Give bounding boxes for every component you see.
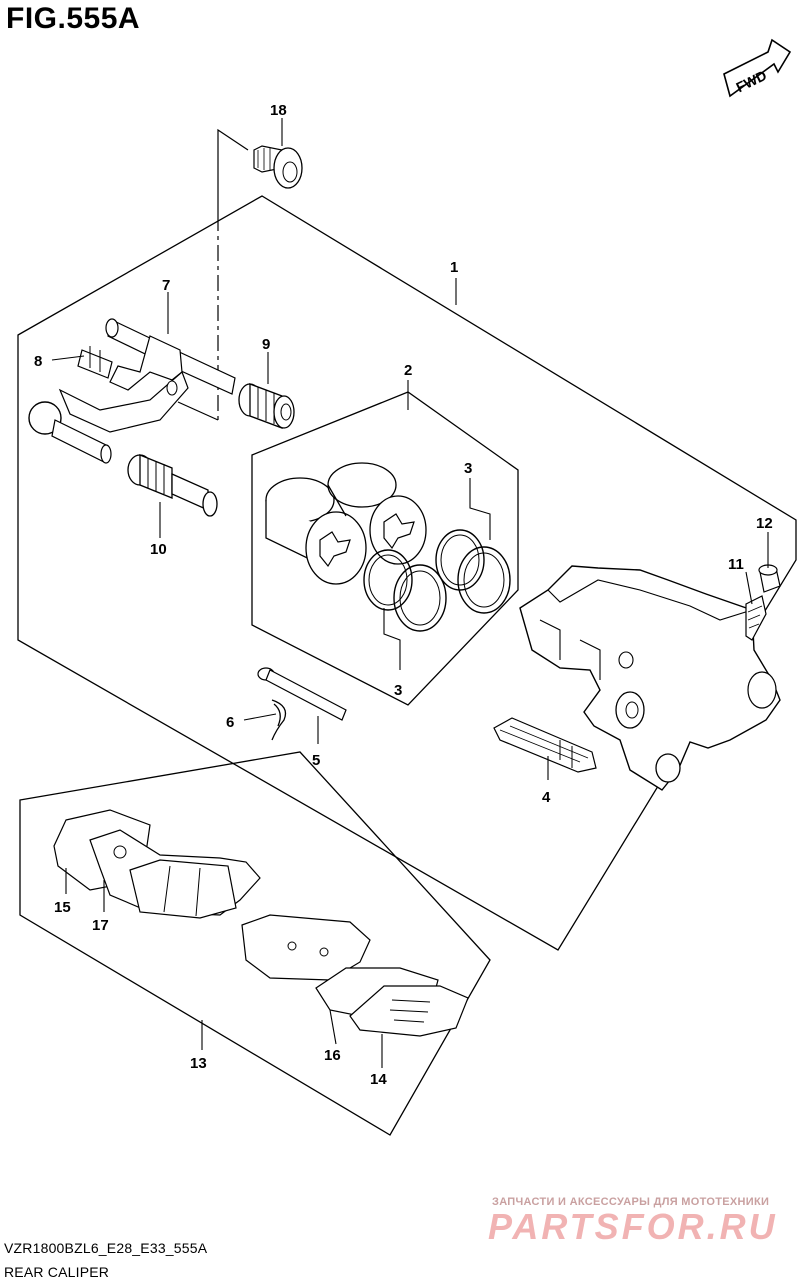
callout-7: 7 (162, 277, 170, 294)
callout-17: 17 (92, 917, 109, 934)
slide-pin-boot-part-10 (127, 454, 218, 517)
caliper-body (519, 565, 781, 791)
callout-15: 15 (54, 899, 71, 916)
diagram-name: REAR CALIPER (4, 1264, 110, 1280)
piston-seals-part-3 (363, 529, 511, 632)
pin-clip-part-6 (271, 699, 287, 741)
callout-8: 8 (34, 353, 42, 370)
bolt-part-18 (177, 128, 303, 421)
piston-pair (265, 462, 427, 585)
callout-numbers: 1 2 3 3 4 5 6 7 8 9 10 11 12 13 14 15 16… (34, 102, 773, 1088)
leader-lines (51, 118, 769, 1068)
callout-3-upper: 3 (464, 460, 472, 477)
callout-10: 10 (150, 541, 167, 558)
model-code: VZR1800BZL6_E28_E33_555A (4, 1240, 208, 1256)
callout-5: 5 (312, 752, 320, 769)
caliper-assembly-outline (17, 195, 797, 951)
callout-1: 1 (450, 259, 458, 276)
pad-shim-part-14 (349, 985, 469, 1037)
watermark-tagline: ЗАПЧАСТИ И АКСЕССУАРЫ ДЛЯ МОТОТЕХНИКИ (492, 1196, 770, 1208)
callout-13: 13 (190, 1055, 207, 1072)
pad-set-outline (19, 751, 491, 1136)
watermark-brand: PARTSFOR.RU (488, 1206, 778, 1247)
bleeder-cap-part-12 (758, 564, 781, 593)
callout-2: 2 (404, 362, 412, 379)
pad-spring-part-8 (77, 346, 113, 379)
pin-boot-part-9 (238, 383, 295, 429)
callout-18: 18 (270, 102, 287, 119)
callout-12: 12 (756, 515, 773, 532)
callout-9: 9 (262, 336, 270, 353)
callout-3-lower: 3 (394, 682, 402, 699)
callout-6: 6 (226, 714, 234, 731)
callout-14: 14 (370, 1071, 387, 1088)
pad-pin-part-5 (257, 667, 347, 721)
figure-title: FIG.555A (6, 2, 141, 35)
bleeder-valve-part-11 (745, 595, 767, 641)
fwd-arrow-icon: FWD (723, 38, 792, 98)
callout-11: 11 (728, 556, 744, 573)
pad-retainer-part-4 (493, 717, 597, 773)
callout-16: 16 (324, 1047, 341, 1064)
callout-4: 4 (542, 789, 551, 806)
caliper-bracket-part-7 (28, 318, 236, 464)
brake-pad-part-17 (89, 829, 261, 919)
